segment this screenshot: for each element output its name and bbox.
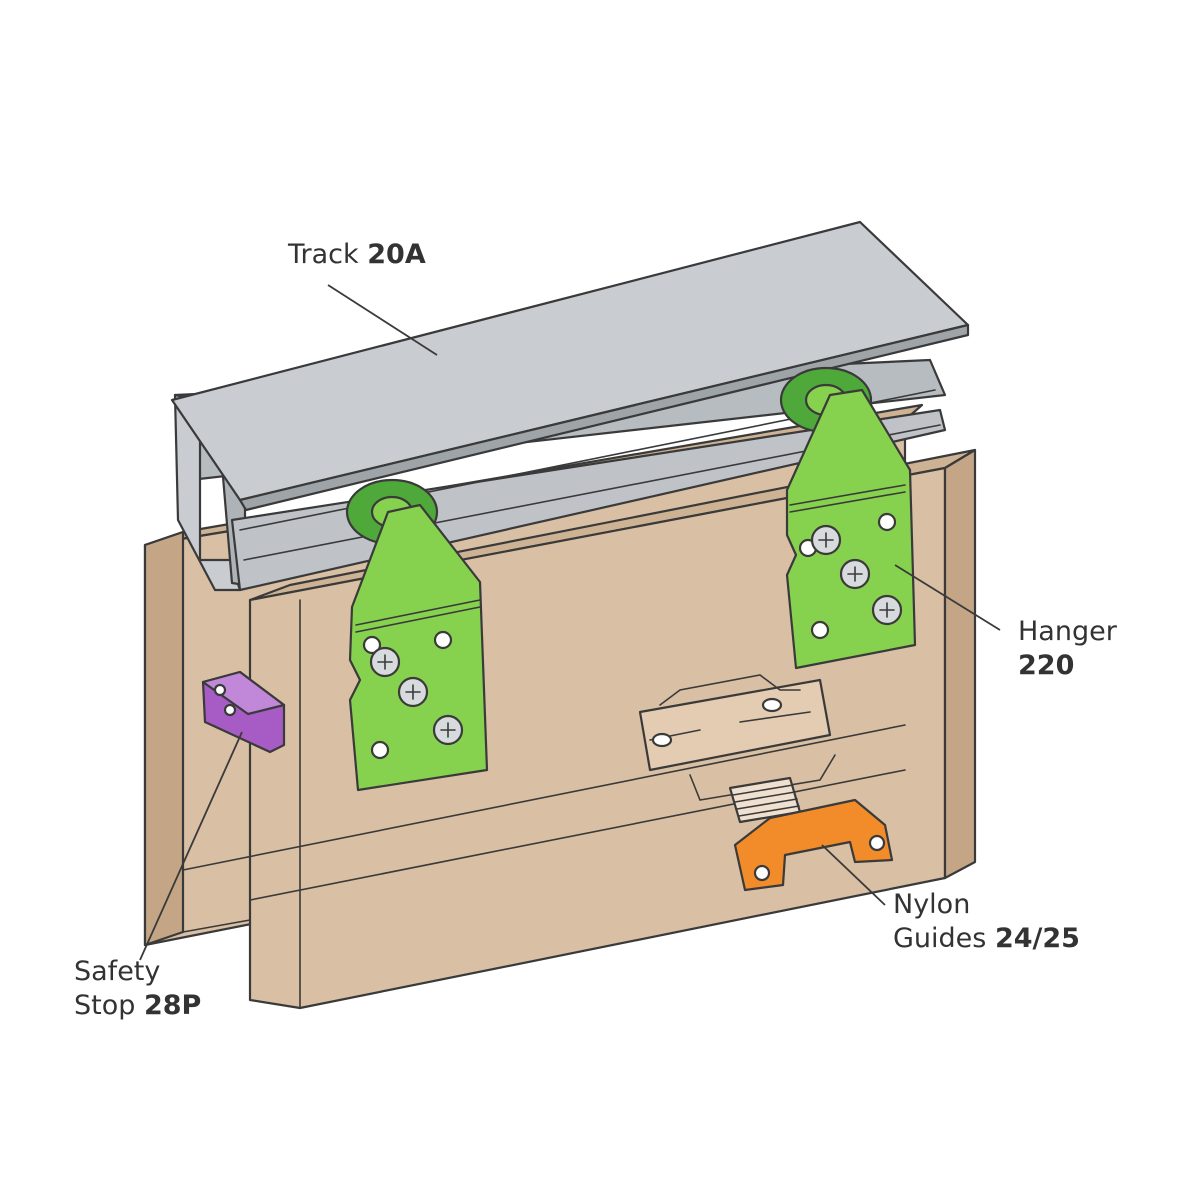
nylon-guides-label-line2: Guides bbox=[893, 923, 987, 954]
nylon-guide bbox=[733, 798, 894, 892]
safety-stop bbox=[201, 670, 286, 754]
back-door-side-face bbox=[143, 530, 185, 947]
track-label: Track 20A bbox=[288, 238, 426, 272]
left-hanger-bend-lines bbox=[355, 599, 481, 633]
safety-stop-hole-1 bbox=[213, 683, 227, 697]
left-hanger-hole-1 bbox=[362, 635, 382, 655]
hanger-leader bbox=[894, 564, 1001, 631]
nylon-guides-leader bbox=[821, 844, 886, 906]
right-hanger-hole-3 bbox=[810, 620, 830, 640]
safety-stop-hole-2 bbox=[223, 703, 237, 717]
hanger-label: Hanger 220 bbox=[1018, 615, 1117, 683]
hanger-label-code: 220 bbox=[1018, 650, 1075, 681]
guide-slot-lines bbox=[732, 784, 800, 817]
track-leader bbox=[327, 284, 438, 356]
right-screw-slots bbox=[818, 532, 895, 618]
left-screw-slots bbox=[377, 654, 456, 738]
hanger-label-name: Hanger bbox=[1018, 616, 1117, 647]
track-label-name: Track bbox=[288, 239, 359, 270]
safety-stop-leader bbox=[139, 731, 243, 961]
nylon-guides-label-line1: Nylon bbox=[893, 889, 971, 920]
nylon-guide-hole-left bbox=[753, 864, 771, 882]
right-hanger bbox=[779, 366, 917, 670]
right-hanger-bend-lines bbox=[789, 484, 906, 513]
left-hanger bbox=[345, 478, 489, 792]
nylon-guides-label-code: 24/25 bbox=[994, 923, 1080, 954]
safety-stop-label-code: 28P bbox=[143, 990, 202, 1021]
left-hanger-hole-3 bbox=[370, 740, 390, 760]
leader-lines bbox=[139, 284, 1001, 961]
left-hanger-hole-2 bbox=[433, 630, 453, 650]
safety-stop-top bbox=[201, 670, 286, 716]
groove-hole-left bbox=[651, 732, 673, 748]
safety-stop-label-line2: Stop bbox=[74, 990, 136, 1021]
door-bottom-groove bbox=[638, 674, 836, 824]
front-door-side-face bbox=[943, 448, 977, 880]
nylon-guide-hole-right bbox=[868, 834, 886, 852]
right-hanger-hole-1 bbox=[877, 512, 897, 532]
bottom-groove-details bbox=[649, 674, 836, 801]
safety-stop-label: Safety Stop 28P bbox=[74, 955, 201, 1023]
bottom-groove-channel bbox=[638, 678, 832, 772]
track-label-code: 20A bbox=[367, 239, 426, 270]
nylon-guide-body bbox=[733, 798, 894, 892]
door-hidden-edges bbox=[182, 599, 906, 1009]
groove-hole-right bbox=[761, 697, 783, 713]
track-front-lip bbox=[238, 323, 970, 512]
safety-stop-label-line1: Safety bbox=[74, 956, 161, 987]
nylon-guides-label: Nylon Guides 24/25 bbox=[893, 888, 1080, 956]
